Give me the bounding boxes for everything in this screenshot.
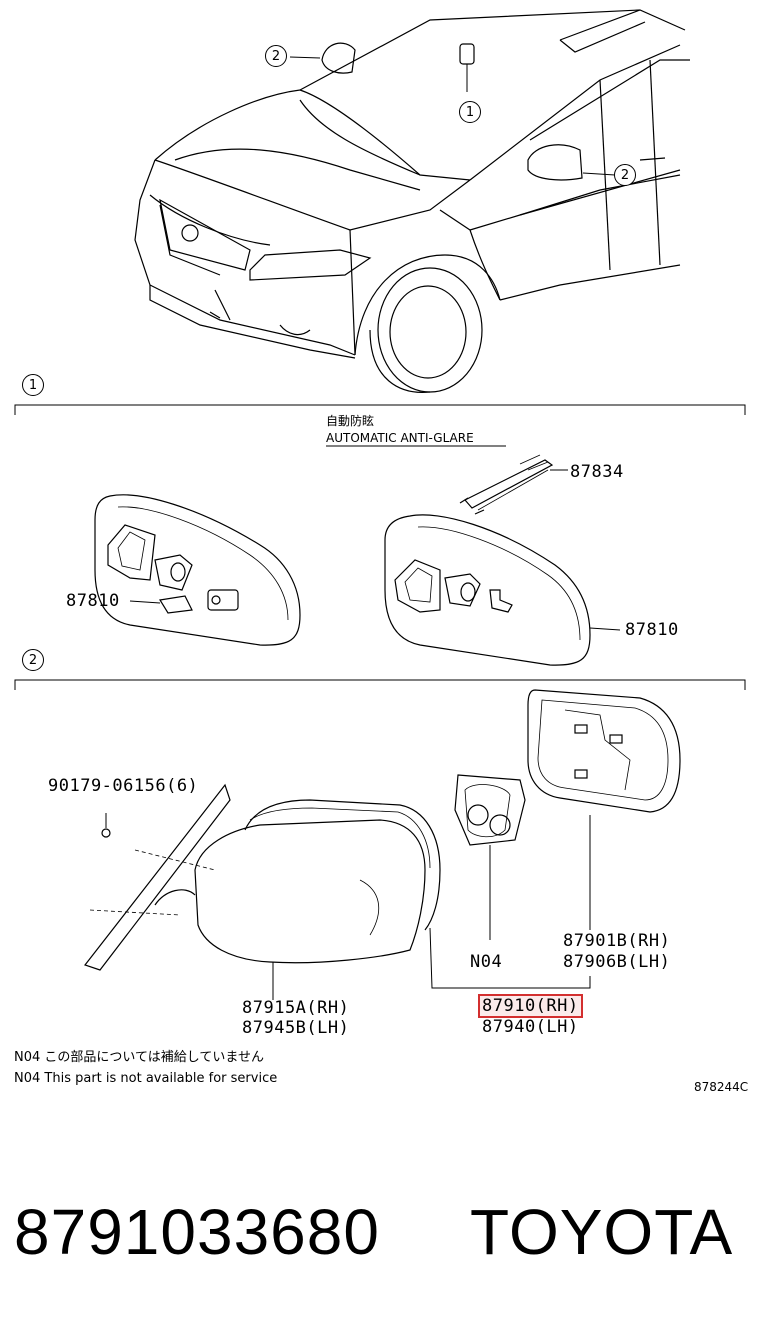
callout-1-section[interactable]: 1 [22, 374, 44, 396]
part-assy-lh-label[interactable]: 87940(LH) [482, 1017, 579, 1037]
part-assy-rh-label[interactable]: 87910(RH) [478, 994, 583, 1018]
part-87834-label[interactable]: 87834 [570, 462, 624, 482]
part-cover-lh-label[interactable]: 87945B(LH) [242, 1018, 350, 1038]
part-screw-label[interactable]: 90179-06156(6) [48, 776, 199, 796]
note-en: N04 This part is not available for servi… [14, 1071, 278, 1086]
car-illustration [134, 9, 690, 393]
door-mirror-bracket [84, 783, 231, 971]
callout-2-section[interactable]: 2 [22, 649, 44, 671]
footer-brand: TOYOTA [470, 1196, 734, 1268]
callout-1-top[interactable]: 1 [459, 101, 481, 123]
inner-mirror-right [384, 454, 621, 666]
footer-part-number: 8791033680 [14, 1196, 380, 1268]
mirror-actuator [454, 774, 526, 940]
inner-mirror-left [94, 494, 301, 646]
part-glass-lh-label[interactable]: 87906B(LH) [563, 952, 671, 972]
part-glass-rh-label[interactable]: 87901B(RH) [563, 931, 671, 951]
section1-title-jp: 自動防眩 [326, 414, 375, 428]
part-87810-left-label[interactable]: 87810 [66, 591, 120, 611]
part-cover-rh-label[interactable]: 87915A(RH) [242, 998, 350, 1018]
callout-2-top-left[interactable]: 2 [265, 45, 287, 67]
callout-2-top-right[interactable]: 2 [614, 164, 636, 186]
mirror-glass [527, 689, 681, 930]
part-87810-right-label[interactable]: 87810 [625, 620, 679, 640]
door-mirror-cover [194, 799, 441, 1000]
note-jp: N04 この部品については補給していません [14, 1050, 264, 1065]
part-n04-label[interactable]: N04 [470, 952, 503, 972]
diagram-code: 878244C [694, 1080, 749, 1094]
section1-title-en: AUTOMATIC ANTI-GLARE [326, 431, 474, 445]
